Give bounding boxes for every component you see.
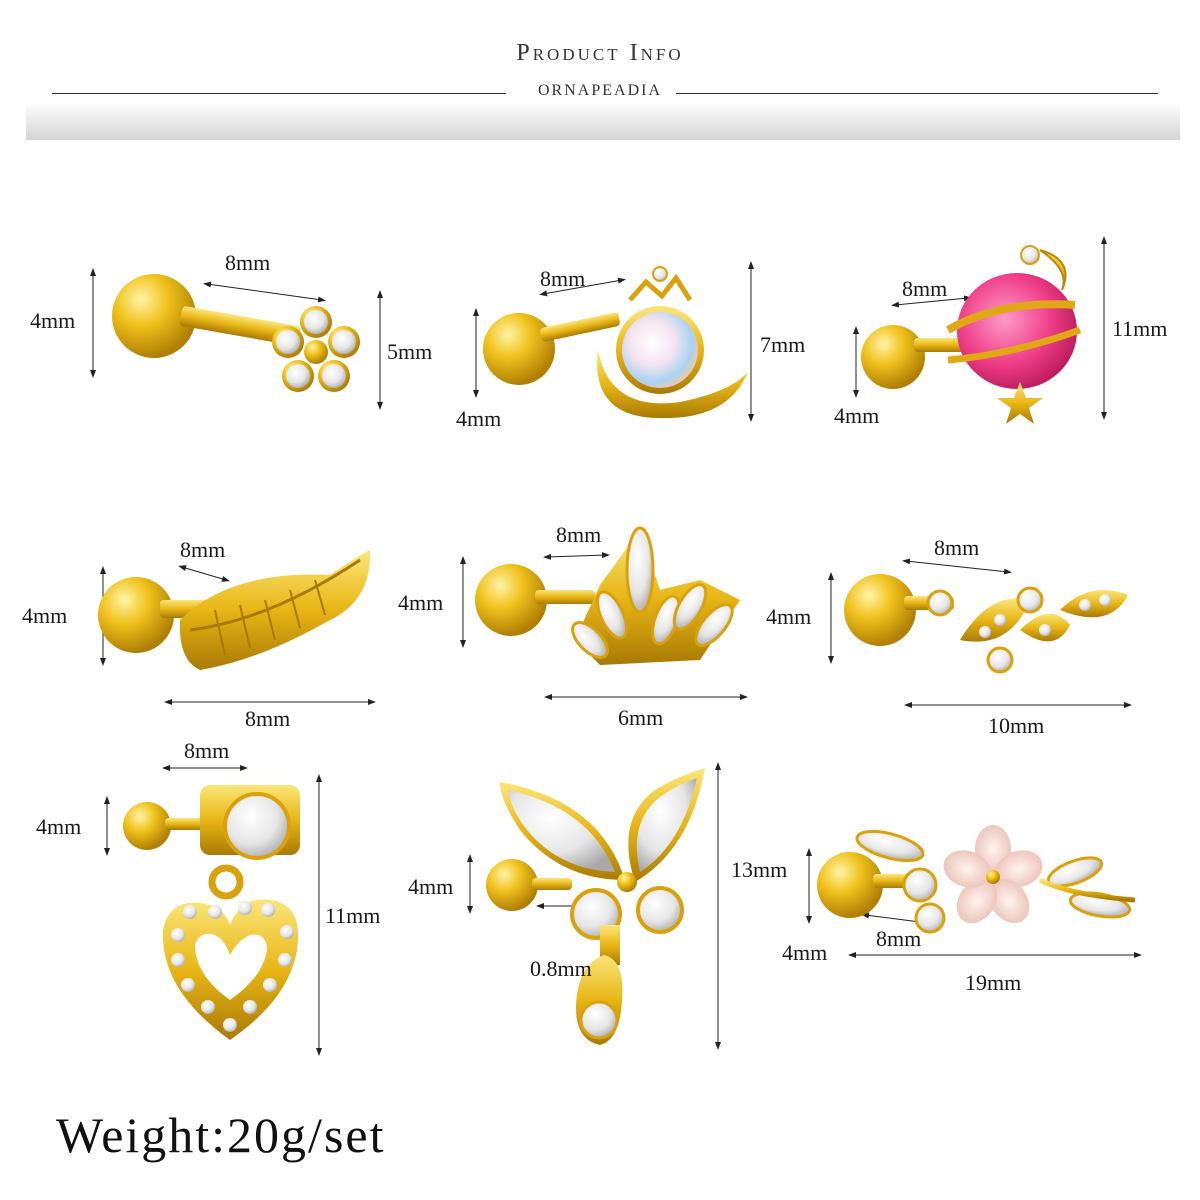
header-divider-right	[676, 93, 1158, 94]
page-title: Product Info	[516, 40, 684, 66]
pink-planet-stud-ball-label: 4mm	[834, 403, 880, 428]
vine-stud-icon	[844, 574, 1128, 674]
butterfly-drop-stud-icon	[486, 768, 705, 1045]
pink-planet-stud-length-label: 8mm	[902, 276, 948, 301]
shell-flower-stud-icon	[817, 825, 1136, 934]
dimension-arrows	[90, 236, 1142, 1056]
moon-opal-stud-height-label: 7mm	[760, 332, 806, 357]
flower-stud-length-label: 8mm	[225, 250, 271, 275]
moon-opal-stud-ball-label: 4mm	[456, 406, 502, 431]
pink-planet-stud-height-label: 11mm	[1112, 316, 1168, 341]
crown-stud-icon	[475, 526, 740, 665]
product-info-header: Product Info ORNAPEADIA	[0, 0, 1200, 140]
crown-stud-width-label: 6mm	[618, 705, 664, 730]
set-weight: Weight:20g/set	[56, 1107, 386, 1163]
butterfly-drop-stud-gauge-label: 0.8mm	[530, 956, 592, 981]
shell-flower-stud-length-label: 8mm	[876, 926, 922, 951]
heart-drop-stud-height-label: 11mm	[325, 903, 381, 928]
leaf-stud-width-label: 8mm	[245, 706, 291, 731]
heart-drop-stud-length-label: 8mm	[184, 738, 230, 763]
shell-flower-stud-width-label: 19mm	[965, 970, 1022, 995]
heart-drop-stud-icon	[123, 785, 300, 1040]
shell-flower-stud-ball-label: 4mm	[782, 940, 828, 965]
header-divider-left	[52, 93, 506, 94]
vine-stud-width-label: 10mm	[988, 713, 1045, 738]
moon-opal-stud-icon	[483, 266, 748, 419]
vine-stud-ball-label: 4mm	[766, 604, 812, 629]
leaf-stud-ball-label: 4mm	[22, 603, 68, 628]
butterfly-drop-stud-ball-label: 4mm	[408, 874, 454, 899]
leaf-stud-length-label: 8mm	[180, 537, 226, 562]
crown-stud-ball-label: 4mm	[398, 590, 444, 615]
heart-drop-stud-ball-label: 4mm	[36, 814, 82, 839]
brand-name: ORNAPEADIA	[538, 82, 662, 99]
moon-opal-stud-length-label: 8mm	[540, 266, 586, 291]
crown-stud-length-label: 8mm	[556, 522, 602, 547]
butterfly-drop-stud-height-label: 13mm	[731, 857, 788, 882]
pink-planet-stud-icon	[861, 245, 1082, 424]
header-gradient-band	[26, 102, 1180, 140]
flower-stud-ball-label: 4mm	[30, 308, 76, 333]
leaf-stud-icon	[98, 550, 371, 670]
flower-stud-icon	[112, 274, 360, 392]
flower-stud-height-label: 5mm	[387, 339, 433, 364]
vine-stud-length-label: 8mm	[934, 535, 980, 560]
